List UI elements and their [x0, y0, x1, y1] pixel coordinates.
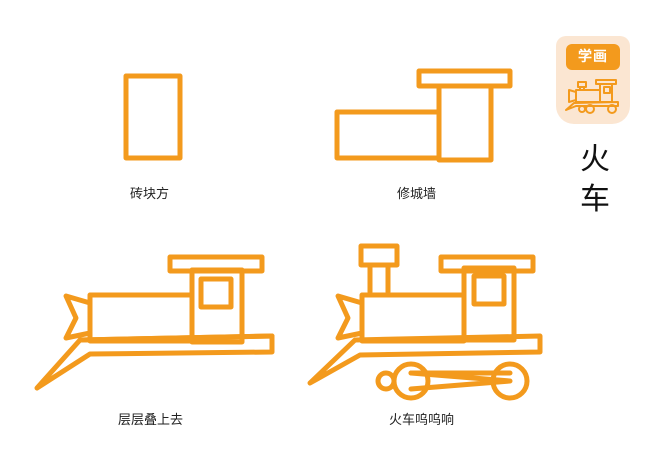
- wall-body: [334, 109, 442, 161]
- train-icon: [565, 79, 619, 114]
- base-platform: [34, 333, 275, 391]
- step4-train: [307, 243, 543, 401]
- cab-window: [198, 276, 234, 310]
- step2-caption: 修城墙: [397, 187, 437, 202]
- step2-wall: [334, 68, 513, 163]
- train-boiler: [359, 292, 467, 344]
- wall-tower: [436, 83, 494, 163]
- chimney-stem: [367, 262, 391, 295]
- badge-label: 学画: [566, 44, 620, 70]
- step1-caption: 砖块方: [130, 187, 170, 202]
- brick-rect: [123, 73, 183, 161]
- wheel-middle: [391, 361, 431, 401]
- step1-brick: [123, 73, 183, 161]
- chimney-stack: [358, 243, 400, 268]
- learn-draw-badge: 学画: [556, 36, 630, 124]
- train-base: [307, 333, 543, 386]
- front-cone: [63, 293, 93, 341]
- train-front-cone: [335, 293, 365, 341]
- train-cab-window: [471, 273, 507, 307]
- cab-roof: [167, 254, 265, 274]
- step4-caption: 火车呜呜响: [389, 413, 455, 428]
- wall-roof: [416, 68, 513, 89]
- title-char-2: 车: [580, 182, 610, 217]
- train-cab-roof: [438, 254, 536, 274]
- step3-locomotive: [34, 254, 275, 391]
- boiler: [87, 292, 195, 344]
- page-title: 火 车: [570, 140, 620, 220]
- train-cab: [461, 265, 517, 343]
- title-char-1: 火: [580, 142, 610, 177]
- step3-caption: 层层叠上去: [118, 413, 184, 428]
